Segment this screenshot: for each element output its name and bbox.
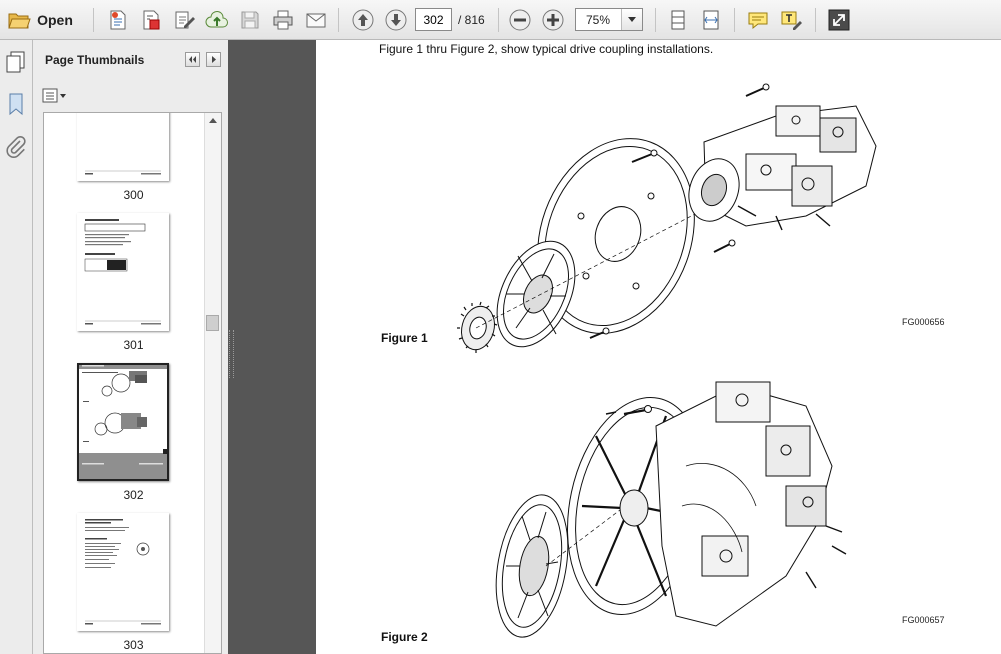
panel-splitter[interactable] bbox=[228, 40, 316, 654]
panel-forward-button[interactable] bbox=[206, 52, 221, 67]
edit-icon bbox=[175, 11, 195, 29]
open-button[interactable]: Open bbox=[4, 7, 76, 33]
page-total-label: / 816 bbox=[458, 13, 485, 27]
page-number-input[interactable] bbox=[415, 8, 452, 31]
splitter-grip[interactable] bbox=[229, 330, 234, 378]
navigation-rail bbox=[0, 40, 33, 654]
save-button[interactable] bbox=[236, 7, 264, 33]
thumbnail-label: 301 bbox=[123, 338, 144, 352]
figure-code: FG000656 bbox=[902, 317, 945, 327]
page-up-icon bbox=[352, 9, 374, 31]
scrollbar-thumb[interactable] bbox=[206, 315, 219, 331]
document-page: Figure 1 thru Figure 2, show typical dri… bbox=[316, 40, 1001, 654]
fit-page-button[interactable] bbox=[665, 7, 691, 33]
thumbnail-scrollbar[interactable] bbox=[204, 113, 221, 653]
thumbnail-options-button[interactable] bbox=[42, 87, 68, 105]
double-chevron-left-icon bbox=[189, 56, 196, 63]
thumbnails-panel: Page Thumbnails 300 bbox=[33, 40, 228, 654]
zoom-in-icon bbox=[542, 9, 564, 31]
figure-label: Figure 2 bbox=[381, 630, 428, 644]
figure-code: FG000657 bbox=[902, 615, 945, 625]
edit-button[interactable] bbox=[170, 7, 198, 33]
intro-text: Figure 1 thru Figure 2, show typical dri… bbox=[379, 42, 714, 56]
thumbnail-label: 302 bbox=[123, 488, 144, 502]
zoom-out-icon bbox=[509, 9, 531, 31]
figure-2-illustration bbox=[495, 381, 847, 638]
bookmarks-tab[interactable] bbox=[4, 92, 28, 116]
paperclip-icon bbox=[6, 135, 26, 158]
page-thumbnails-tab[interactable] bbox=[4, 50, 28, 74]
convert-icon bbox=[143, 10, 160, 30]
folder-open-icon bbox=[8, 13, 31, 29]
thumbnail-label: 303 bbox=[123, 638, 144, 652]
expand-icon bbox=[828, 9, 850, 31]
highlight-button[interactable] bbox=[777, 7, 805, 33]
zoom-out-button[interactable] bbox=[507, 7, 533, 33]
attachments-tab[interactable] bbox=[4, 135, 28, 159]
email-icon bbox=[306, 13, 326, 28]
chevron-down-icon[interactable] bbox=[621, 9, 642, 30]
figure-label: Figure 1 bbox=[381, 331, 428, 345]
thumbnail-page-300[interactable] bbox=[77, 113, 169, 181]
fit-page-icon bbox=[671, 10, 685, 30]
comment-button[interactable] bbox=[744, 7, 772, 33]
convert-button[interactable] bbox=[137, 7, 165, 33]
bookmark-icon bbox=[9, 93, 23, 116]
print-icon bbox=[273, 10, 293, 30]
panel-title: Page Thumbnails bbox=[45, 53, 145, 67]
save-icon bbox=[241, 11, 259, 29]
chevron-right-icon bbox=[212, 56, 216, 63]
upload-icon bbox=[205, 11, 228, 28]
thumbnail-list[interactable]: 300 301 bbox=[43, 112, 222, 654]
page-down-icon bbox=[385, 9, 407, 31]
expand-button[interactable] bbox=[825, 7, 853, 33]
pages-icon bbox=[6, 51, 25, 73]
next-page-button[interactable] bbox=[383, 7, 409, 33]
fit-width-icon bbox=[703, 10, 719, 30]
comment-icon bbox=[748, 12, 768, 30]
collapse-panel-button[interactable] bbox=[185, 52, 200, 67]
upload-button[interactable] bbox=[203, 7, 231, 33]
figure-1-illustration bbox=[457, 83, 877, 353]
highlight-icon bbox=[781, 11, 802, 30]
page-preview bbox=[84, 219, 161, 325]
thumbnail-page-303[interactable] bbox=[77, 513, 169, 631]
thumbnail-page-301[interactable] bbox=[77, 213, 169, 331]
create-pdf-icon bbox=[110, 10, 126, 30]
email-button[interactable] bbox=[302, 7, 330, 33]
zoom-select[interactable]: 75% bbox=[575, 8, 643, 31]
toolbar: Open bbox=[0, 0, 1001, 40]
fit-width-button[interactable] bbox=[698, 7, 724, 33]
scroll-up-arrow-icon[interactable] bbox=[209, 118, 217, 123]
page-preview bbox=[85, 519, 161, 625]
thumbnail-label: 300 bbox=[123, 188, 144, 202]
open-label: Open bbox=[37, 12, 73, 28]
print-button[interactable] bbox=[269, 7, 297, 33]
page-preview bbox=[85, 170, 161, 175]
create-pdf-button[interactable] bbox=[104, 7, 132, 33]
thumbnail-page-302[interactable] bbox=[77, 363, 169, 481]
zoom-value: 75% bbox=[586, 13, 611, 27]
options-menu-icon bbox=[42, 88, 66, 103]
zoom-in-button[interactable] bbox=[540, 7, 566, 33]
page-preview bbox=[77, 363, 169, 481]
previous-page-button[interactable] bbox=[350, 7, 376, 33]
